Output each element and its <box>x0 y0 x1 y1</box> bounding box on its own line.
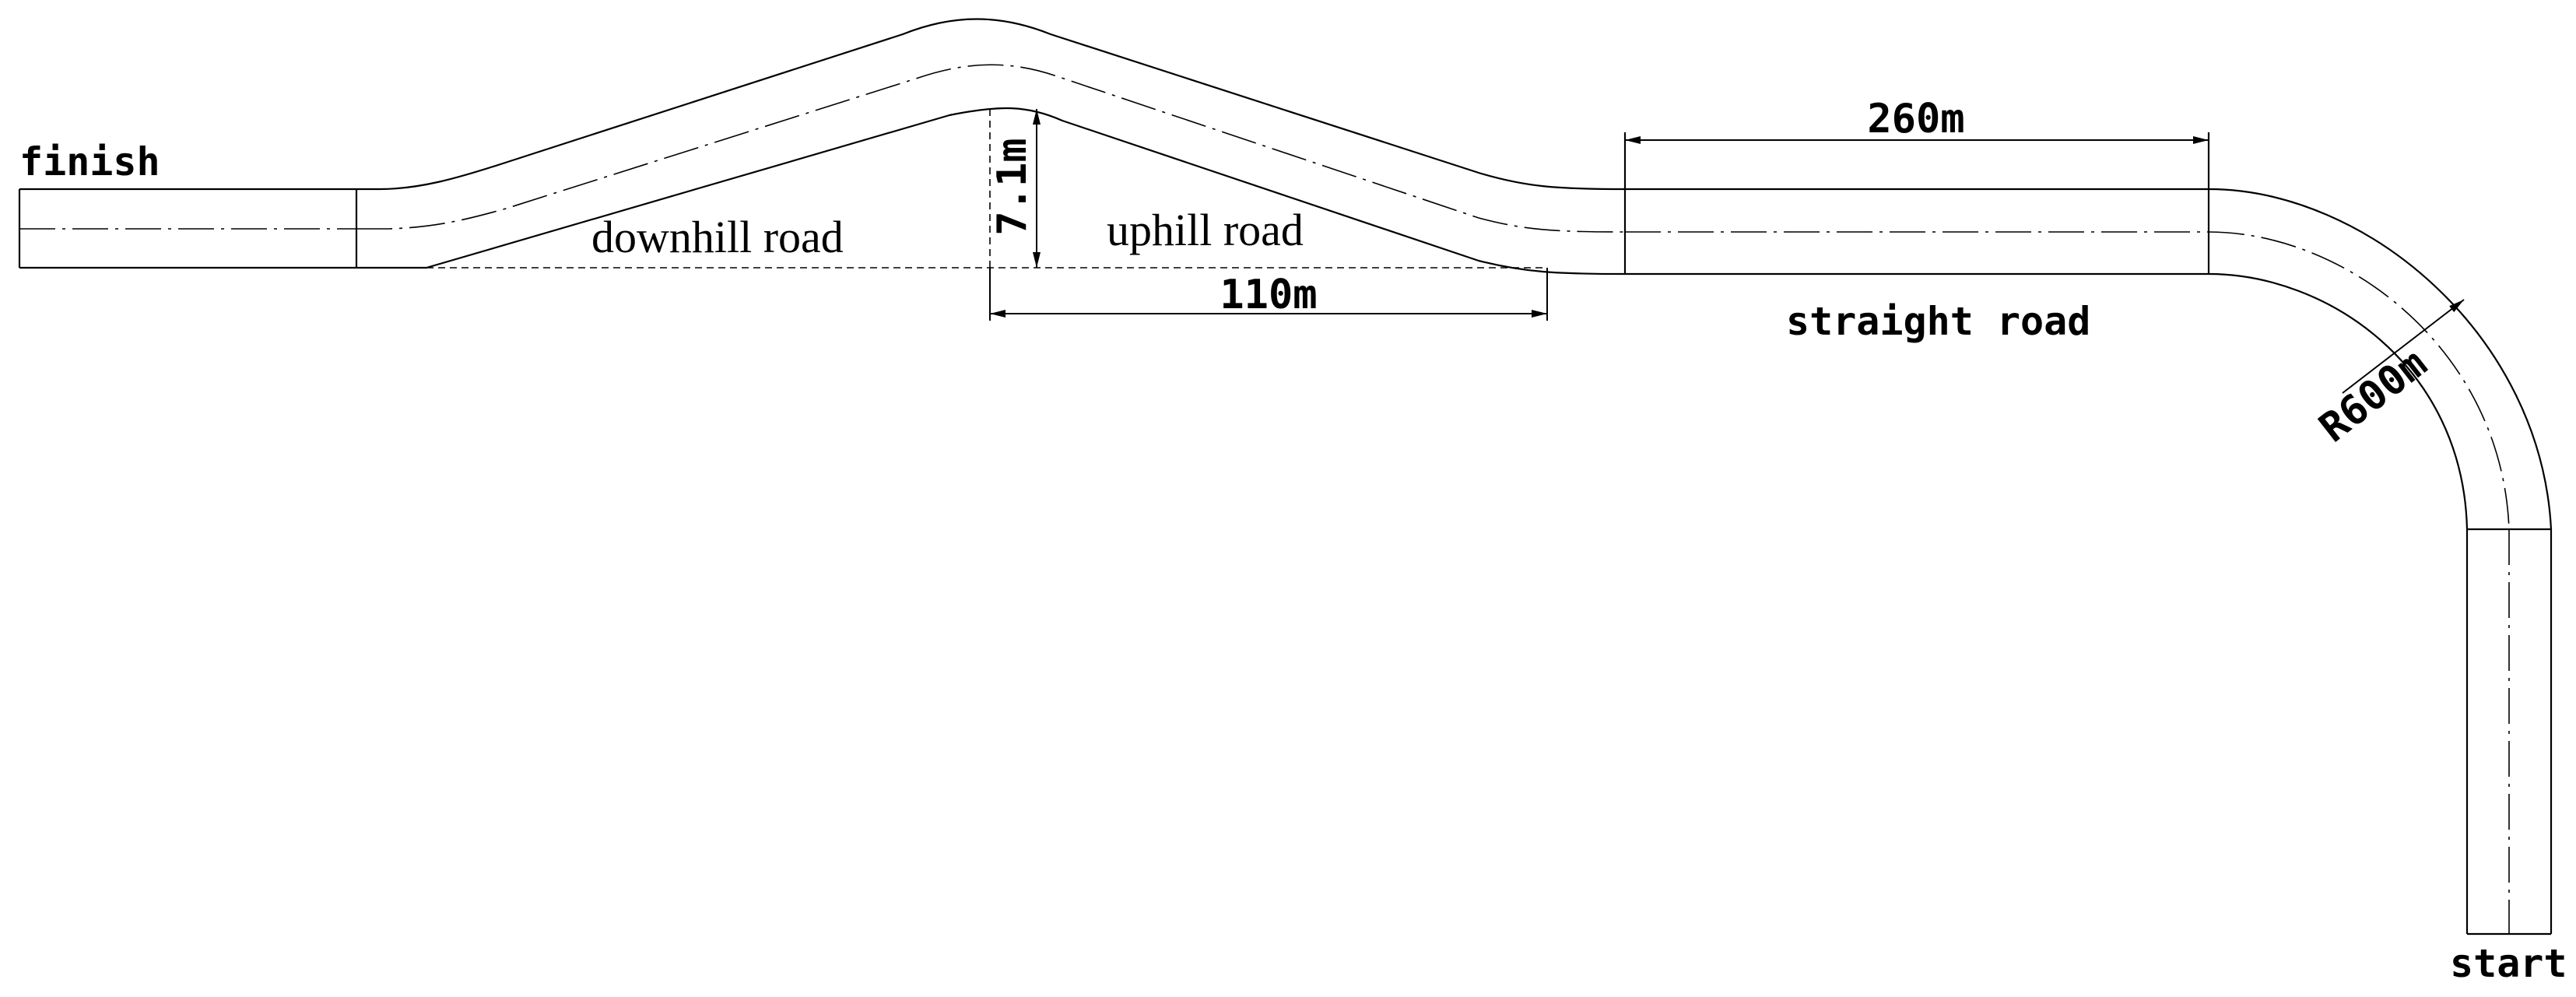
dim-radius-leader <box>2342 299 2465 394</box>
uphill-road-label: uphill road <box>1107 205 1304 255</box>
curve-section <box>2208 188 2553 531</box>
slope-section <box>356 18 1626 276</box>
dimension-radius <box>2342 299 2465 394</box>
dim-radius-label: R600m <box>2311 340 2435 452</box>
straight-road-label: straight road <box>1786 299 2090 344</box>
curve-outer-edge <box>2208 188 2553 530</box>
finish-label: finish <box>19 139 160 184</box>
start-label: start <box>2450 941 2567 986</box>
slope-centerline <box>356 64 1626 233</box>
straight-section <box>1623 132 2210 276</box>
dimension-110m <box>989 268 1548 321</box>
start-section <box>2465 529 2553 936</box>
downhill-road-label: downhill road <box>591 212 844 262</box>
curve-inner-edge <box>2208 272 2469 530</box>
dim-260m-label: 260m <box>1867 96 1964 142</box>
slope-top-edge <box>356 18 1626 191</box>
dim-7-1m-label: 7.1m <box>989 138 1036 235</box>
finish-section <box>18 188 358 269</box>
slope-bottom-edge <box>356 107 1626 276</box>
curve-centerline <box>2208 231 2510 530</box>
dim-110m-label: 110m <box>1220 272 1317 318</box>
